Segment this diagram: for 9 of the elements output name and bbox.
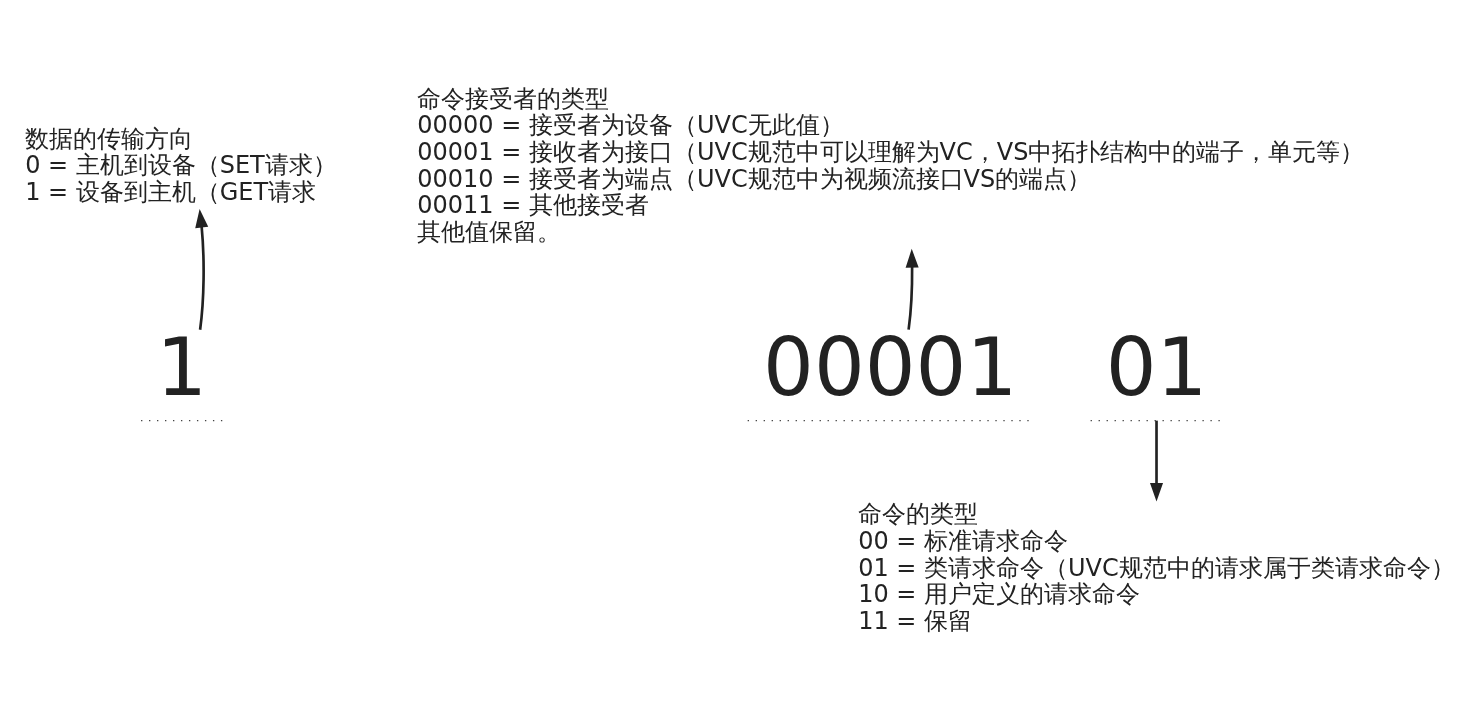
node-text: 命令的类型 00 = 标准请求命令 01 = 类请求命令（UVC规范中的请求属于类请求命令） 10 = 用户定义的请求命令 11 = 保留 [858, 500, 1455, 635]
node-text: 01 [1105, 321, 1208, 415]
node-text: 数据的传输方向 0 = 主机到设备（SET请求） 1 = 设备到主机（GET请求 [25, 124, 337, 207]
node-text: 1 [156, 321, 208, 415]
node-text: 命令接受者的类型 00000 = 接受者为设备（UVC无此值） 00001 = 接收者为接口（UVC规范中可以理解为VC，VS中拓扑结构中的端子，单元等） 00010 = 接受者为端点（UVC规范中为视频流接口VS的端点） 00011 = 其他接受者 其他值保留。 [417, 84, 1365, 247]
arrow [905, 248, 919, 330]
arrow [1149, 420, 1164, 502]
arrow [195, 208, 209, 330]
node-text: 00001 [763, 321, 1018, 415]
